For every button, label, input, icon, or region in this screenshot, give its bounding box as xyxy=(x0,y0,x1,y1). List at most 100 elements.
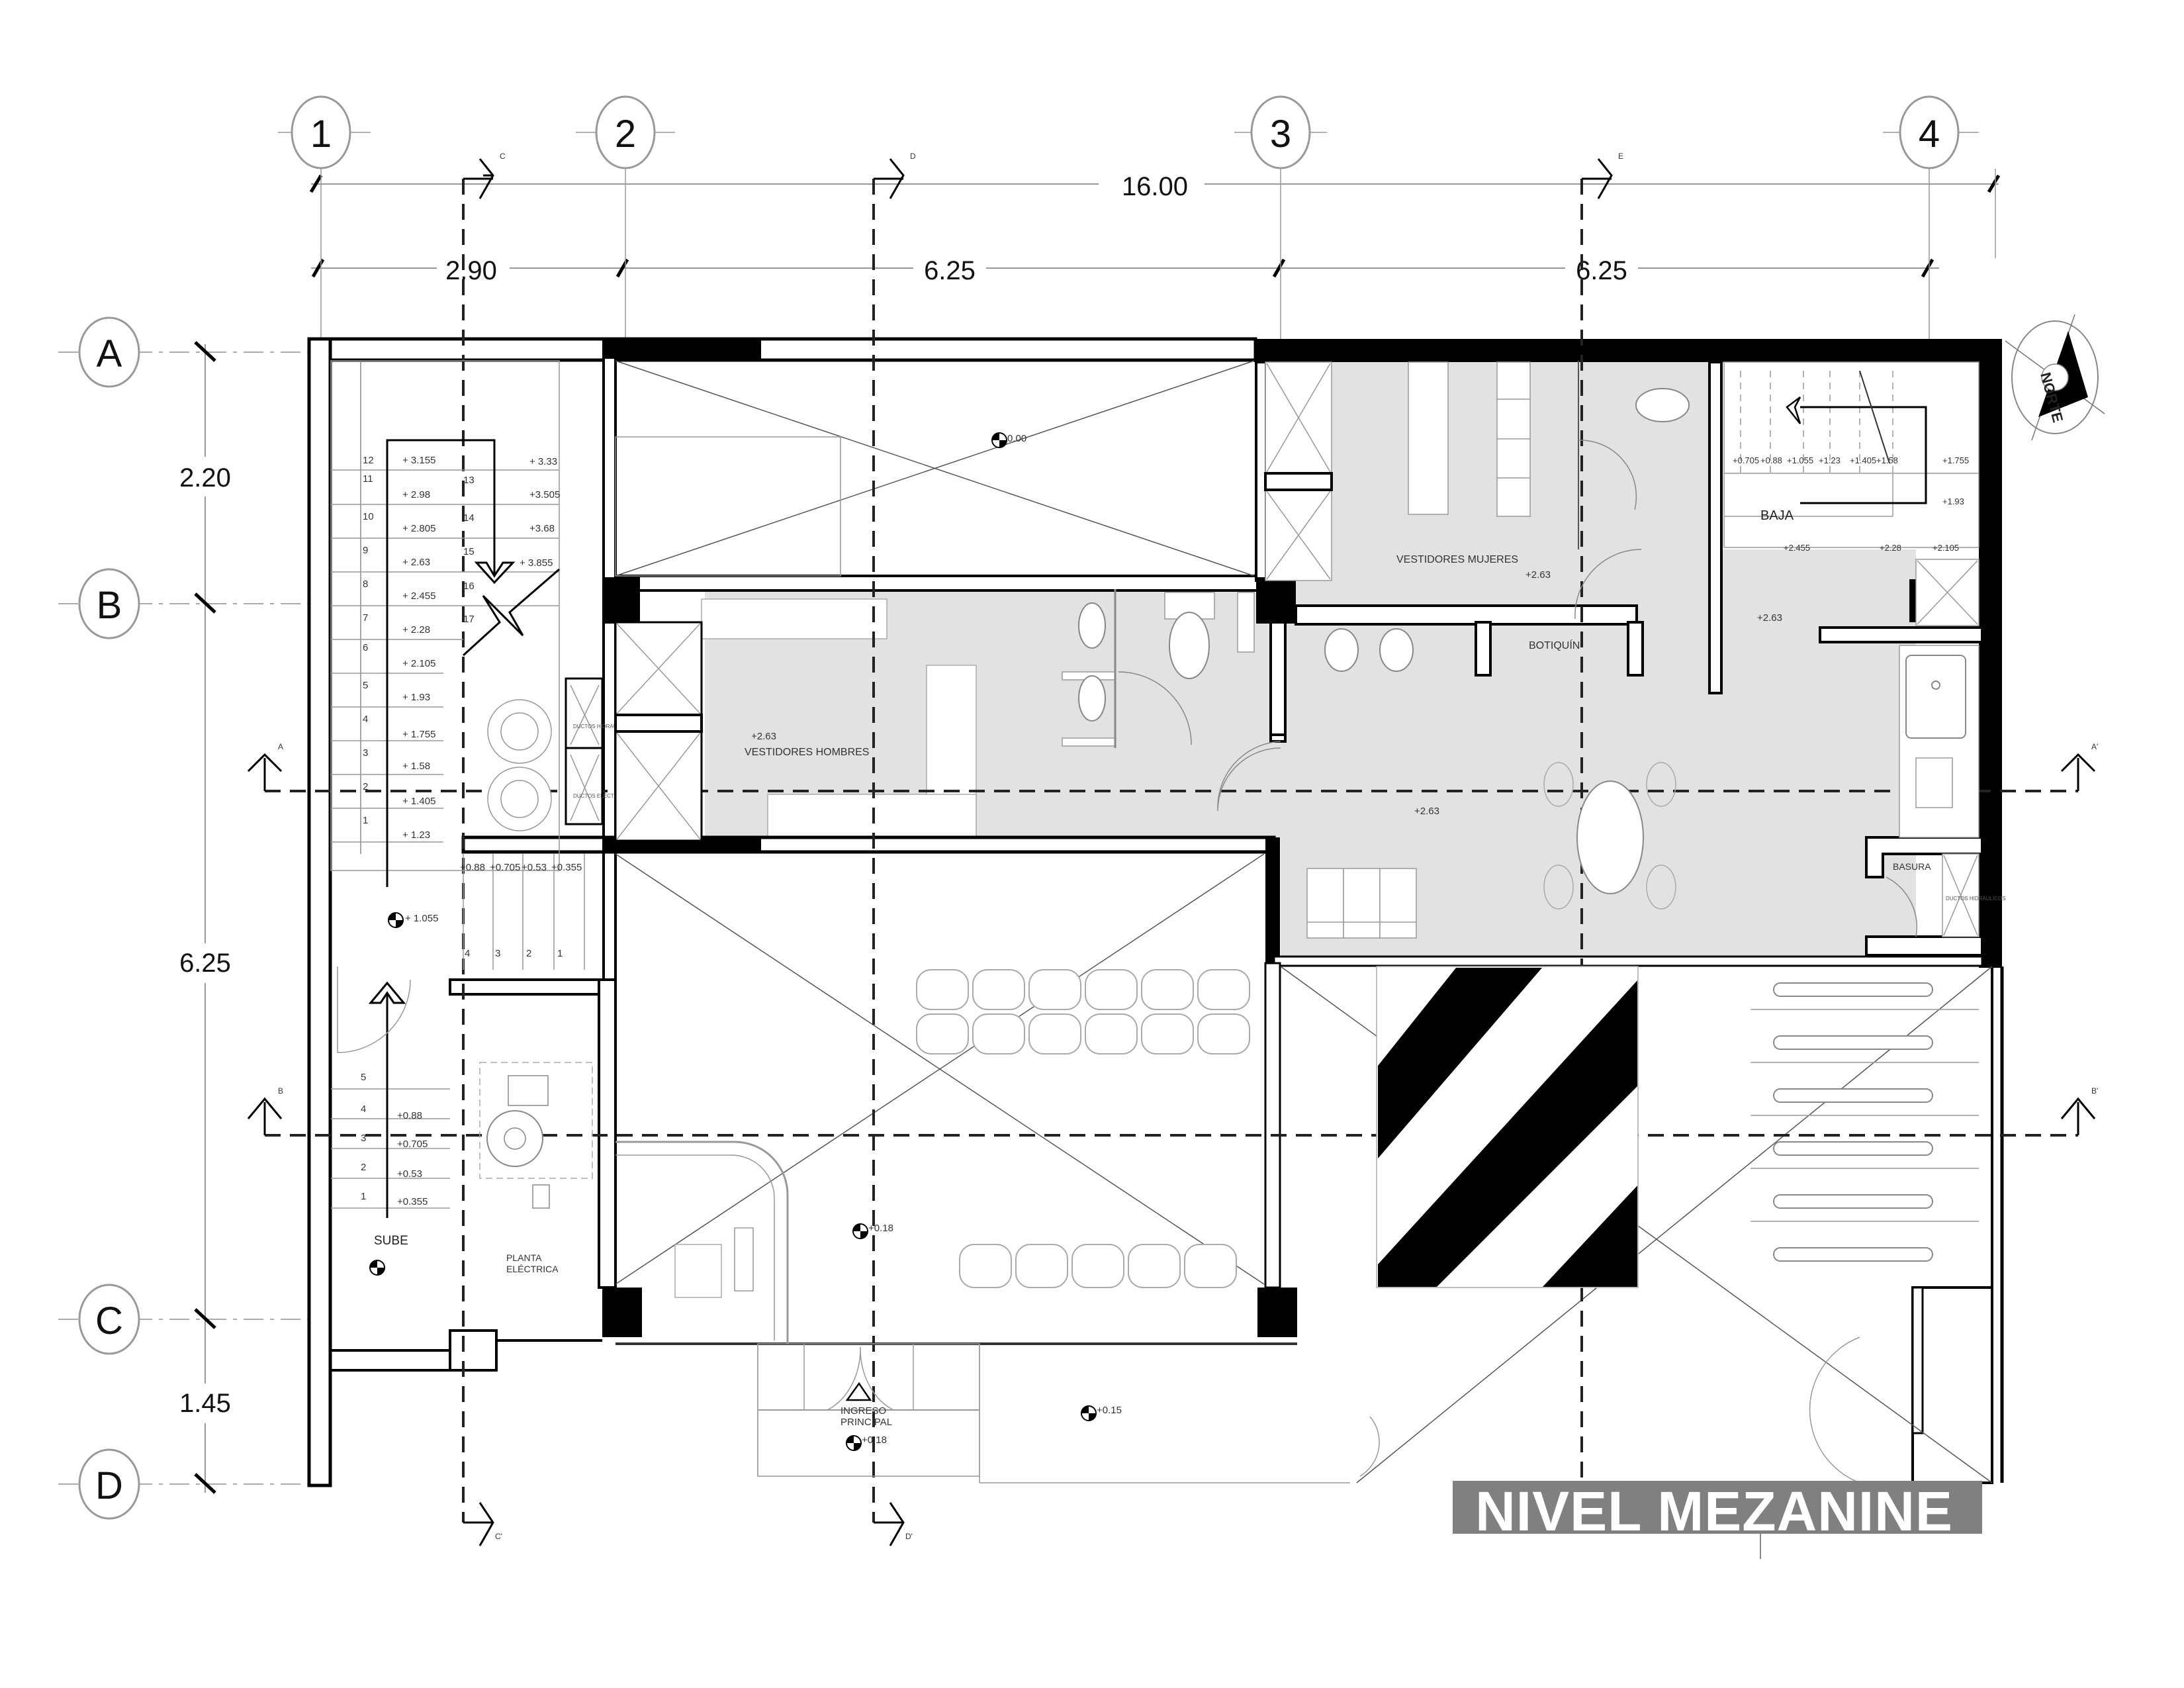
svg-text:12: 12 xyxy=(363,455,374,466)
svg-text:PLANTA: PLANTA xyxy=(506,1252,542,1263)
svg-text:BAJA: BAJA xyxy=(1760,508,1794,523)
svg-text:SUBE: SUBE xyxy=(374,1234,408,1248)
svg-text:B: B xyxy=(97,584,122,627)
svg-text:11: 11 xyxy=(363,473,373,485)
svg-text:A: A xyxy=(278,742,283,751)
svg-text:+ 2.455: + 2.455 xyxy=(402,590,435,602)
svg-text:16.00: 16.00 xyxy=(1122,172,1188,201)
svg-text:+ 2.98: + 2.98 xyxy=(402,489,430,500)
women-locker-label: VESTIDORES MUJERES xyxy=(1396,554,1518,565)
svg-text:2: 2 xyxy=(363,781,368,792)
exterior-walls xyxy=(307,337,2004,1487)
stair-cross-steps: +0.88 +0.705 +0.53 +0.355 4 3 2 1 xyxy=(460,854,585,970)
stair-left: 12 + 3.155 11 + 2.98 10 + 2.805 9 + 2.63… xyxy=(330,360,585,1276)
planta-electrica: PLANTA ELÉCTRICA xyxy=(479,1062,593,1274)
level-mark-entrance: +0.18 xyxy=(846,1434,887,1451)
svg-text:C: C xyxy=(95,1299,123,1342)
svg-text:DUCTOS HIDRÁULICOS: DUCTOS HIDRÁULICOS xyxy=(573,724,633,729)
svg-text:5: 5 xyxy=(363,680,368,691)
parking-hatch xyxy=(1376,966,1639,1288)
svg-text:+0.15: +0.15 xyxy=(1097,1405,1122,1416)
svg-text:+1.58: +1.58 xyxy=(1876,455,1898,465)
svg-text:PRINCIPAL: PRINCIPAL xyxy=(841,1417,892,1428)
svg-text:C: C xyxy=(500,152,506,161)
svg-text:+0.705: +0.705 xyxy=(490,862,520,873)
interior-walls xyxy=(331,356,1993,1484)
section-marker-d-top: D xyxy=(874,152,916,199)
grid-bubble-d: D xyxy=(58,1448,311,1520)
svg-text:+0.88: +0.88 xyxy=(1760,455,1782,465)
svg-text:D: D xyxy=(910,152,916,161)
svg-text:+0.53: +0.53 xyxy=(397,1168,422,1180)
reception-counter xyxy=(615,1141,789,1344)
grid-bubble-3: 3 xyxy=(1234,95,1327,169)
svg-text:D: D xyxy=(95,1464,123,1507)
svg-text:+ 1.23: + 1.23 xyxy=(402,829,430,841)
svg-text:+ 2.28: + 2.28 xyxy=(402,624,430,635)
svg-text:2.90: 2.90 xyxy=(445,256,497,285)
section-marker-d-bottom: D' xyxy=(874,1502,913,1546)
common-area-level: +2.63 xyxy=(1414,806,1439,817)
svg-text:+ 1.405: + 1.405 xyxy=(402,796,435,807)
men-locker-label: VESTIDORES HOMBRES xyxy=(745,747,869,758)
stair-lower-flight: 5 4 +0.88 3 +0.705 2 +0.53 1 +0.355 SUBE xyxy=(331,966,450,1248)
dining-set xyxy=(1543,762,1676,910)
svg-text:4: 4 xyxy=(361,1103,366,1115)
svg-text:16: 16 xyxy=(463,581,475,592)
svg-text:+0.705: +0.705 xyxy=(1733,455,1759,465)
svg-text:+ 2.63: + 2.63 xyxy=(402,557,430,568)
svg-text:+ 3.33: + 3.33 xyxy=(529,456,557,467)
svg-text:8: 8 xyxy=(363,579,368,590)
svg-text:3: 3 xyxy=(1270,113,1291,156)
entrance: INGRESO PRINCIPAL xyxy=(757,1343,1380,1483)
stair-right: +0.705 +0.88 +1.055 +1.23 +1.405 +1.58 +… xyxy=(1723,361,1979,553)
level-mark-void: 0.00 xyxy=(991,432,1026,448)
svg-text:+ 1.055: + 1.055 xyxy=(405,913,438,924)
svg-text:6.25: 6.25 xyxy=(924,256,976,285)
section-marker-c-bottom: C' xyxy=(463,1502,502,1546)
svg-text:+1.055: +1.055 xyxy=(1787,455,1813,465)
grid-bubble-4: 4 xyxy=(1883,95,1979,169)
svg-text:2: 2 xyxy=(526,948,531,959)
svg-text:+3.68: +3.68 xyxy=(529,523,555,534)
section-marker-e-top: E xyxy=(1582,152,1623,199)
level-mark-lobby: +0.18 xyxy=(852,1223,893,1239)
svg-text:+0.88: +0.88 xyxy=(397,1110,422,1121)
svg-text:+0.88: +0.88 xyxy=(460,862,485,873)
section-marker-c-top: C xyxy=(463,152,506,199)
svg-text:BASURA: BASURA xyxy=(1893,861,1931,872)
svg-text:6: 6 xyxy=(363,642,368,653)
grid-bubble-b: B xyxy=(58,568,311,639)
svg-text:INGRESO: INGRESO xyxy=(841,1405,886,1417)
svg-text:4: 4 xyxy=(363,714,368,725)
svg-text:+ 2.105: + 2.105 xyxy=(402,658,435,669)
svg-text:1.45: 1.45 xyxy=(179,1389,231,1418)
door-swing xyxy=(1217,747,1281,812)
svg-text:+ 2.805: + 2.805 xyxy=(402,523,435,534)
motorcycles xyxy=(1751,982,1979,1489)
svg-text:3: 3 xyxy=(361,1133,366,1144)
section-marker-a-right: A' xyxy=(2060,742,2098,791)
svg-text:2: 2 xyxy=(361,1162,366,1173)
svg-text:B: B xyxy=(278,1086,283,1096)
svg-text:D': D' xyxy=(905,1532,913,1541)
svg-text:5: 5 xyxy=(361,1072,366,1083)
svg-text:0.00: 0.00 xyxy=(1007,433,1026,444)
svg-text:DUCTOS ELÉCTRICOS: DUCTOS ELÉCTRICOS xyxy=(573,793,631,799)
svg-text:C': C' xyxy=(495,1532,502,1541)
svg-text:ELÉCTRICA: ELÉCTRICA xyxy=(506,1264,559,1274)
svg-text:14: 14 xyxy=(463,512,475,524)
sofa xyxy=(1306,868,1417,939)
level-mark-sube xyxy=(369,1260,385,1276)
grid-column-markers: 1 2 3 4 xyxy=(278,95,1979,169)
svg-text:15: 15 xyxy=(463,546,475,557)
svg-text:+0.705: +0.705 xyxy=(397,1139,428,1150)
grid-bubble-c: C xyxy=(58,1284,311,1355)
svg-text:+1.405: +1.405 xyxy=(1850,455,1876,465)
svg-text:+1.755: +1.755 xyxy=(1942,455,1969,465)
grid-bubble-2: 2 xyxy=(576,95,675,169)
svg-text:+0.53: +0.53 xyxy=(522,862,547,873)
svg-text:NIVEL MEZANINE: NIVEL MEZANINE xyxy=(1475,1480,1953,1542)
north-arrow-icon: NORTE xyxy=(2005,314,2105,441)
